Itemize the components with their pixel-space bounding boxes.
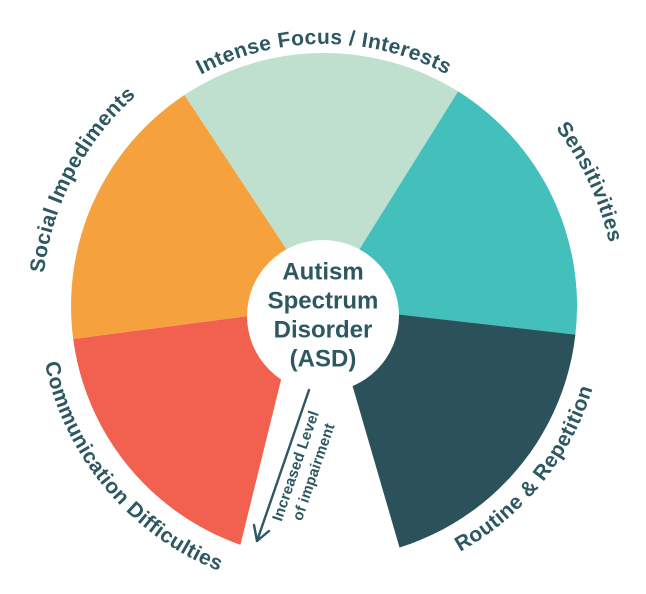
arrow-head	[252, 523, 271, 543]
center-label-line4: (ASD)	[290, 346, 357, 373]
impairment-notch	[231, 250, 411, 587]
center-circle	[247, 240, 399, 392]
arrow-shaft	[255, 388, 311, 543]
center-label-line1: Autism	[282, 259, 363, 286]
center-label-line2: Spectrum	[268, 288, 379, 315]
center-label-line3: Disorder	[274, 317, 373, 344]
impairment-arrow	[252, 388, 311, 543]
segment-intense-focus-interests	[184, 52, 459, 306]
segment-sensitivities	[324, 91, 578, 335]
center-label: Autism Spectrum Disorder (ASD)	[268, 259, 379, 373]
